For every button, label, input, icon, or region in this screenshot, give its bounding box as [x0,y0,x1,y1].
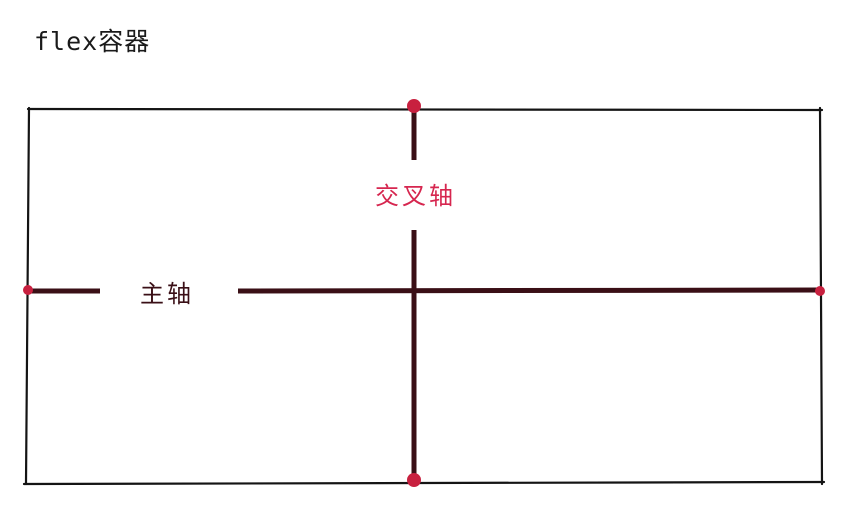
main-axis-segment-right [237,287,821,294]
container-left-edge [24,106,31,485]
container-top-edge [26,107,824,112]
container-right-edge [818,106,824,486]
container-bottom-edge [22,480,826,486]
main-axis-end-dot [815,286,825,296]
flex-container-border [22,106,826,486]
cross-axis-end-dot [407,473,421,487]
cross-axis-start-dot [407,99,421,113]
page-title: flex容器 [34,27,151,56]
cross-axis-label: 交叉轴 [375,182,456,210]
main-axis-label: 主轴 [140,280,194,308]
main-axis-start-dot [23,285,33,295]
axis-endpoints [23,99,825,487]
main-axis [28,287,821,294]
